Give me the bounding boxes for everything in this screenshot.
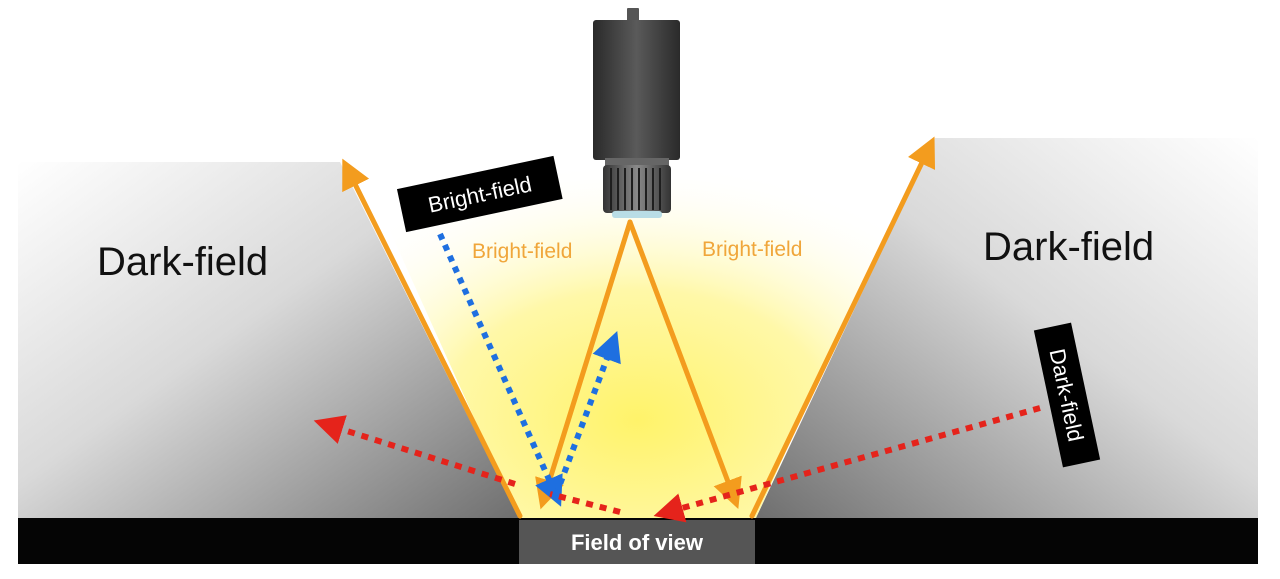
bright-field-rays [342,136,936,519]
dark-field-right-label: Dark-field [983,225,1154,269]
dark-field-left-label: Dark-field [97,240,268,284]
bright-field-left-label: Bright-field [472,240,572,263]
field-of-view-plate [519,520,755,564]
red-ray-lower [549,491,621,515]
bright-ray-right-outer [749,136,936,519]
dark-field-rays [313,405,1041,523]
red-ray-scatter [313,415,516,487]
left-dark-field-region [18,162,520,520]
bright-ray-left-outer [342,158,523,519]
field-of-view-label: Field of view [571,530,704,555]
camera-icon [593,8,680,218]
blue-ray-up [553,330,621,497]
bright-ray-camera-left [535,219,633,510]
bright-field-glow [340,120,935,520]
bright-field-right-label: Bright-field [702,238,802,261]
bright-ray-camera-right [627,219,742,510]
right-dark-field-region [755,138,1258,520]
bright-field-reflection-rays [437,232,621,507]
